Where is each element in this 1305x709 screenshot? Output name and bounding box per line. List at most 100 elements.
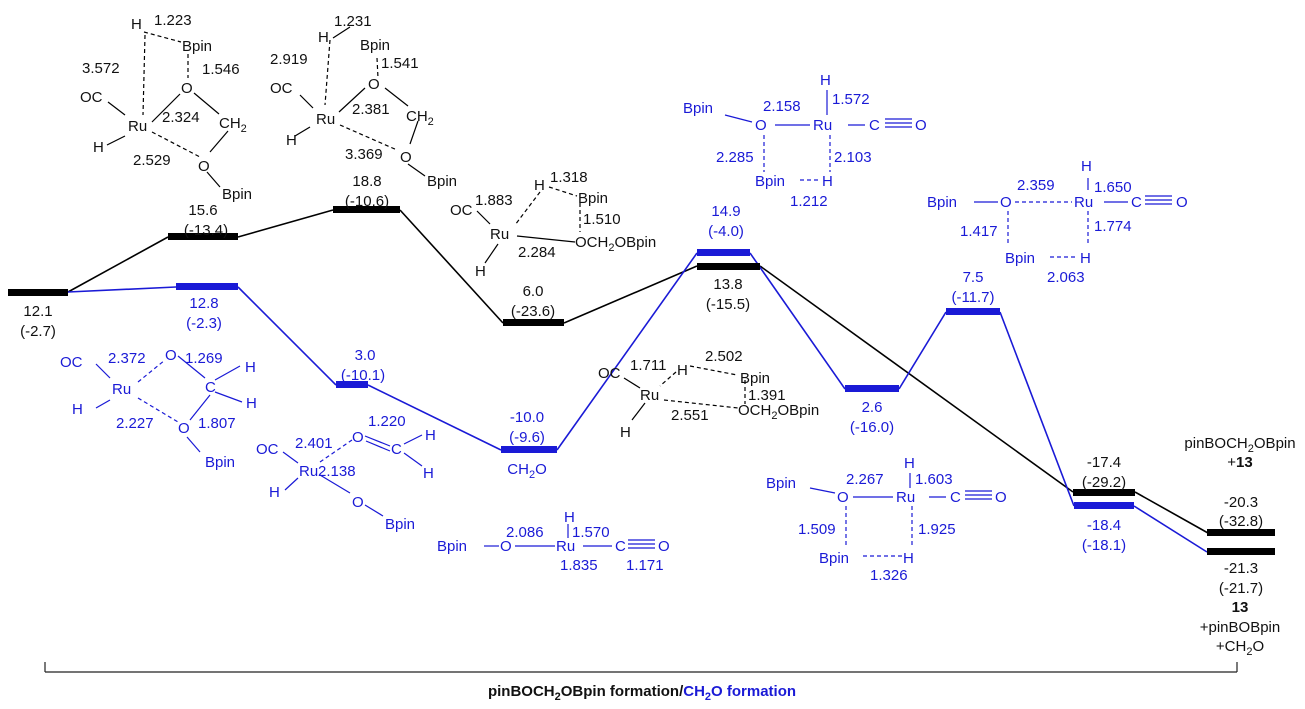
energy-value-b7: -18.4 [1087, 517, 1121, 534]
s2-h: H [318, 29, 329, 46]
level-bar-k1 [8, 289, 68, 296]
s7-bpin: Bpin [437, 538, 467, 555]
s9-c: C [1131, 194, 1142, 211]
s1-h: H [131, 16, 142, 33]
structure-s7: H Bpin O 2.086 Ru 1.570 C O 1.835 1.171 [437, 509, 670, 574]
s2-h2: H [286, 132, 297, 149]
energy-paren-b6: (-11.7) [951, 289, 994, 306]
s3-d1: 1.318 [550, 169, 588, 186]
s1-o1: O [181, 80, 193, 97]
s2-d4: 2.381 [352, 101, 390, 118]
structure-s1: H 1.223 Bpin 3.572 1.546 OC O Ru 2.324 C… [80, 12, 252, 203]
energy-value-k3: 18.8 [352, 173, 381, 190]
energy-paren-b2: (-10.1) [341, 367, 385, 384]
s3-och: OCH2OBpin [575, 234, 656, 254]
black-energy-labels: 12.1 (-2.7) 15.6 (-13.4) 18.8 (-10.6) 6.… [20, 173, 1263, 530]
s6-c: C [391, 441, 402, 458]
s3-d2: 1.883 [475, 192, 513, 209]
level-bar-k7 [1207, 529, 1275, 536]
energy-value-b4: 14.9 [711, 203, 740, 220]
s1-bpin1: Bpin [182, 38, 212, 55]
s7-d4: 1.171 [626, 557, 664, 574]
s3-d3: 1.510 [583, 211, 621, 228]
s9-o2: O [1176, 194, 1188, 211]
energy-paren-b5: (-16.0) [850, 419, 894, 436]
energy-paren-b8: (-21.7) [1219, 580, 1263, 597]
s8-o: O [755, 117, 767, 134]
level-bar-b7 [1074, 502, 1134, 509]
s1-ch: CH2 [219, 115, 247, 135]
energy-value-b3: -10.0 [510, 409, 544, 426]
s7-o2: O [658, 538, 670, 555]
s1-bpin2: Bpin [222, 186, 252, 203]
s8-ru: Ru [813, 117, 832, 134]
axis-caption: pinBOCH2OBpin formation/CH2O formation [488, 683, 796, 703]
energy-paren-b1: (-2.3) [186, 315, 222, 332]
s4-och: OCH2OBpin [738, 402, 819, 422]
product-blue-line2: +pinBOBpin [1200, 619, 1280, 636]
s9-o: O [1000, 194, 1012, 211]
s7-c: C [615, 538, 626, 555]
s4-h2: H [620, 424, 631, 441]
s3-h2: H [475, 263, 486, 280]
level-bar-b5 [845, 385, 899, 392]
s8-d1: 2.158 [763, 98, 801, 115]
s6-d3: 2.138 [318, 463, 356, 480]
level-bar-b2 [336, 381, 368, 388]
s3-d4: 2.284 [518, 244, 556, 261]
reaction-coordinate-bracket [44, 662, 1238, 673]
s1-d1: 1.223 [154, 12, 192, 29]
s4-oc: OC [598, 365, 621, 382]
s5-d3: 2.227 [116, 415, 154, 432]
s8-o2: O [915, 117, 927, 134]
s9-d1: 1.650 [1094, 179, 1132, 196]
s10-h2: H [903, 550, 914, 567]
energy-paren-b7: (-18.1) [1082, 537, 1126, 554]
s7-h: H [564, 509, 575, 526]
energy-value-k2: 15.6 [188, 202, 217, 219]
s3-ru: Ru [490, 226, 509, 243]
blue-path-connectors [67, 252, 1208, 553]
level-bar-b6 [946, 308, 1000, 315]
energy-value-k4: 6.0 [523, 283, 544, 300]
s10-h: H [904, 455, 915, 472]
level-bar-b1 [176, 283, 238, 290]
s2-d5: 3.369 [345, 146, 383, 163]
s2-bpin2: Bpin [427, 173, 457, 190]
black-path-connectors [67, 209, 1209, 534]
s2-ch: CH2 [406, 108, 434, 128]
s2-d2: 2.919 [270, 51, 308, 68]
s8-h: H [820, 72, 831, 89]
energy-paren-k1: (-2.7) [20, 323, 56, 340]
energy-paren-k3: (-10.6) [345, 193, 389, 210]
energy-value-k1: 12.1 [23, 303, 52, 320]
s10-bpin2: Bpin [819, 550, 849, 567]
structure-s3: H 1.318 Bpin OC 1.883 1.510 Ru 2.284 OCH… [450, 169, 656, 280]
s7-d2: 1.570 [572, 524, 610, 541]
level-bar-k3 [333, 206, 400, 213]
s6-d1: 1.220 [368, 413, 406, 430]
structure-s10: H Bpin O 2.267 Ru 1.603 C O 1.509 1.925 … [766, 455, 1007, 584]
s5-o1: O [165, 347, 177, 364]
s1-h2: H [93, 139, 104, 156]
structure-s5: OC 2.372 O 1.269 H Ru C H 2.227 O 1.807 … [60, 347, 257, 471]
level-bar-k5 [697, 263, 760, 270]
s5-bpin: Bpin [205, 454, 235, 471]
product-blue-num: 13 [1232, 599, 1249, 616]
s7-d3: 1.835 [560, 557, 598, 574]
s2-o1: O [368, 76, 380, 93]
s9-d5: 2.063 [1047, 269, 1085, 286]
s9-d4: 1.774 [1094, 218, 1132, 235]
s10-o2: O [995, 489, 1007, 506]
s1-d2: 3.572 [82, 60, 120, 77]
s6-o2: O [352, 494, 364, 511]
s2-oc: OC [270, 80, 293, 97]
s6-h2: H [269, 484, 280, 501]
s8-d2: 1.572 [832, 91, 870, 108]
blue-level-bars [176, 249, 1134, 509]
energy-value-b5: 2.6 [862, 399, 883, 416]
s4-ru: Ru [640, 387, 659, 404]
s8-d3: 2.285 [716, 149, 754, 166]
black-level-bars [8, 206, 1275, 536]
s4-d3: 1.391 [748, 387, 786, 404]
